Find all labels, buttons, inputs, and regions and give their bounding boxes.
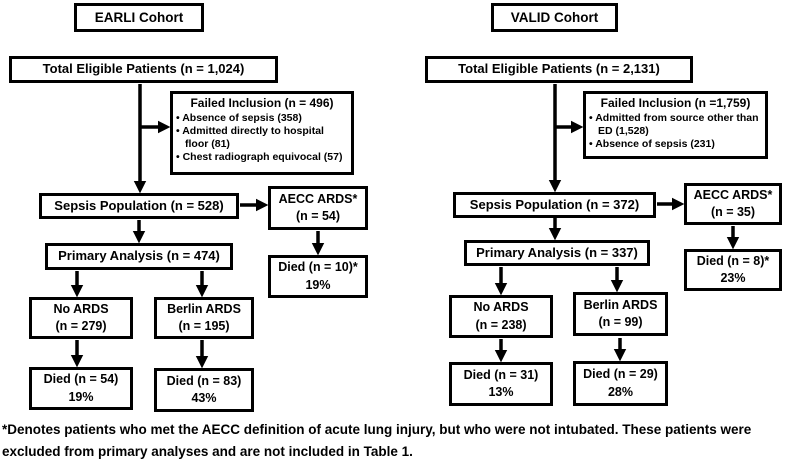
valid-no-ards-died-percent: 13% <box>488 385 514 399</box>
valid-failed-bullet: Admitted from source other than ED (1,52… <box>589 112 762 138</box>
earli-sepsis-population-box: Sepsis Population (n = 528) <box>39 193 239 219</box>
earli-aecc-ards-count: (n = 54) <box>295 209 341 223</box>
earli-berlin-ards-count: (n = 195) <box>178 319 230 333</box>
valid-berlin-died-box: Died (n = 29) 28% <box>573 361 668 406</box>
earli-aecc-died-box: Died (n = 10)* 19% <box>268 255 368 298</box>
valid-sepsis-population-box: Sepsis Population (n = 372) <box>453 192 656 218</box>
valid-no-ards-count: (n = 238) <box>475 317 527 332</box>
earli-aecc-ards-box: AECC ARDS* (n = 54) <box>268 186 368 230</box>
valid-failed-inclusion-list: Admitted from source other than ED (1,52… <box>589 112 762 151</box>
valid-aecc-ards-box: AECC ARDS* (n = 35) <box>684 183 782 225</box>
earli-no-ards-label: No ARDS <box>53 301 109 316</box>
valid-berlin-ards-label: Berlin ARDS <box>583 297 658 312</box>
valid-no-ards-died-box: Died (n = 31) 13% <box>449 362 553 406</box>
valid-berlin-died-label: Died (n = 29) <box>583 367 658 381</box>
earli-cohort-title-box: EARLI Cohort <box>74 3 204 32</box>
earli-no-ards-box: No ARDS (n = 279) <box>29 297 133 339</box>
earli-berlin-died-percent: 43% <box>191 391 217 405</box>
valid-failed-inclusion-title: Failed Inclusion (n =1,759) <box>600 96 751 110</box>
valid-total-eligible-label: Total Eligible Patients (n = 2,131) <box>458 61 660 77</box>
valid-aecc-ards-label: AECC ARDS* <box>693 187 773 202</box>
figure-footnote: *Denotes patients who met the AECC defin… <box>2 422 752 459</box>
earli-aecc-died-percent: 19% <box>305 277 331 292</box>
earli-failed-inclusion-list: Absence of sepsis (358) Admitted directl… <box>176 112 348 165</box>
valid-aecc-died-percent: 23% <box>720 271 746 285</box>
earli-no-ards-died-percent: 19% <box>68 389 94 404</box>
valid-no-ards-died-label: Died (n = 31) <box>463 367 539 382</box>
valid-berlin-died-percent: 28% <box>607 384 634 399</box>
valid-cohort-title-box: VALID Cohort <box>491 3 618 32</box>
earli-primary-analysis-box: Primary Analysis (n = 474) <box>45 243 233 270</box>
valid-failed-bullet: Absence of sepsis (231) <box>589 138 762 151</box>
valid-aecc-died-box: Died (n = 8)* 23% <box>684 249 782 291</box>
valid-aecc-died-label: Died (n = 8)* <box>696 253 770 268</box>
valid-total-eligible-box: Total Eligible Patients (n = 2,131) <box>425 56 693 83</box>
earli-total-eligible-box: Total Eligible Patients (n = 1,024) <box>9 56 278 83</box>
earli-sepsis-population-label: Sepsis Population (n = 528) <box>54 197 224 213</box>
earli-cohort-title: EARLI Cohort <box>94 9 184 25</box>
earli-failed-bullet: Chest radiograph equivocal (57) <box>176 151 348 164</box>
earli-berlin-ards-label: Berlin ARDS <box>167 301 241 316</box>
valid-sepsis-population-label: Sepsis Population (n = 372) <box>469 196 640 212</box>
valid-no-ards-label: No ARDS <box>473 300 529 314</box>
earli-primary-analysis-label: Primary Analysis (n = 474) <box>58 248 220 264</box>
valid-berlin-ards-box: Berlin ARDS (n = 99) <box>573 292 668 336</box>
earli-no-ards-count: (n = 279) <box>55 319 107 333</box>
valid-aecc-ards-count: (n = 35) <box>710 205 756 219</box>
earli-aecc-ards-label: AECC ARDS* <box>278 191 358 206</box>
earli-no-ards-died-box: Died (n = 54) 19% <box>29 367 133 410</box>
earli-total-eligible-label: Total Eligible Patients (n = 1,024) <box>42 61 245 77</box>
earli-berlin-died-label: Died (n = 83) <box>166 373 242 388</box>
valid-berlin-ards-count: (n = 99) <box>598 315 643 329</box>
earli-failed-bullet: Admitted directly to hospital floor (81) <box>176 125 348 151</box>
earli-berlin-died-box: Died (n = 83) 43% <box>154 368 254 412</box>
valid-primary-analysis-label: Primary Analysis (n = 337) <box>476 244 638 260</box>
earli-aecc-died-label: Died (n = 10)* <box>278 260 358 274</box>
valid-primary-analysis-box: Primary Analysis (n = 337) <box>464 240 650 266</box>
earli-failed-inclusion-box: Failed Inclusion (n = 496) Absence of se… <box>170 91 354 175</box>
valid-failed-inclusion-box: Failed Inclusion (n =1,759) Admitted fro… <box>583 91 768 159</box>
earli-failed-bullet: Absence of sepsis (358) <box>176 112 348 125</box>
earli-berlin-ards-box: Berlin ARDS (n = 195) <box>154 297 254 339</box>
earli-failed-inclusion-title: Failed Inclusion (n = 496) <box>190 96 334 110</box>
valid-no-ards-box: No ARDS (n = 238) <box>449 295 553 338</box>
valid-cohort-title: VALID Cohort <box>510 9 599 25</box>
earli-no-ards-died-label: Died (n = 54) <box>43 372 119 386</box>
